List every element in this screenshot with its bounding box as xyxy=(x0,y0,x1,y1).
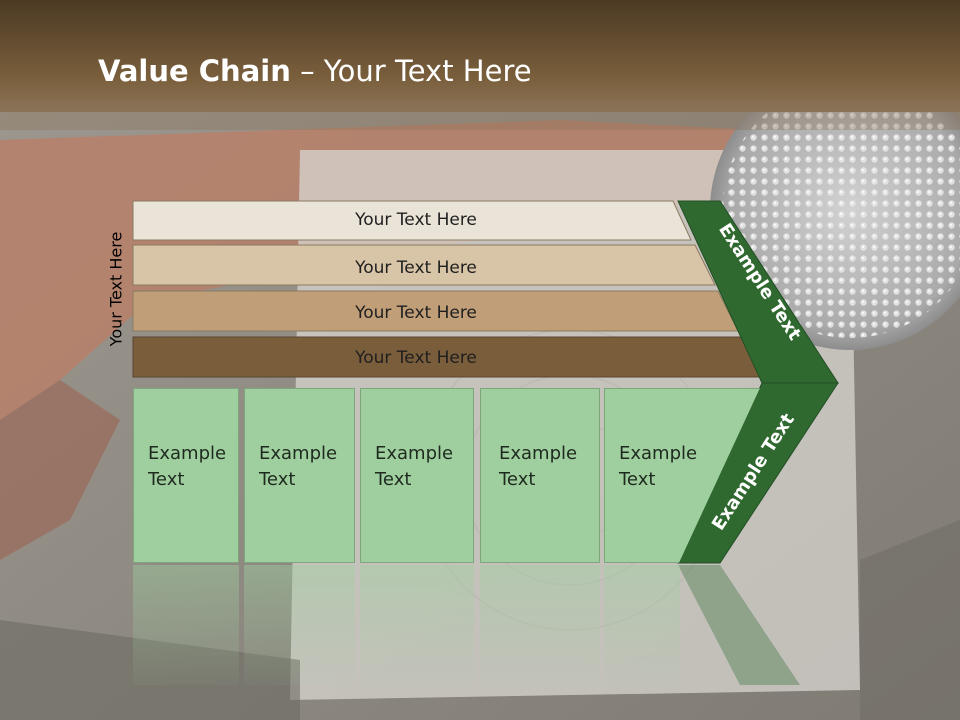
box-1-line2: Text xyxy=(148,469,185,490)
box-2-line1: Example xyxy=(259,443,338,464)
box-5-line2: Text xyxy=(619,469,656,490)
bar-2-label: Your Text Here xyxy=(354,258,477,278)
bar-4-label: Your Text Here xyxy=(354,348,477,368)
box-5-line1: Example xyxy=(619,443,698,464)
box-3-line2: Text xyxy=(375,469,412,490)
box-2-line2: Text xyxy=(259,469,296,490)
title-rest: – Your Text Here xyxy=(290,54,532,88)
box-3-line1: Example xyxy=(375,443,454,464)
bar-1: Your Text Here xyxy=(132,200,692,241)
bar-2: Your Text Here xyxy=(132,244,716,286)
box-1-line1: Example xyxy=(148,443,227,464)
box-2-reflection xyxy=(244,565,355,685)
box-4-line1: Example xyxy=(499,443,578,464)
box-1-reflection xyxy=(133,565,239,685)
bar-1-label: Your Text Here xyxy=(354,210,477,230)
box-4-reflection xyxy=(480,565,600,685)
bar-3-label: Your Text Here xyxy=(354,303,477,323)
bar-4: Your Text Here xyxy=(132,336,763,378)
box-3-reflection xyxy=(360,565,474,685)
title-bold: Value Chain xyxy=(98,54,291,88)
page-title: Value Chain – Your Text Here xyxy=(98,54,532,88)
bar-3: Your Text Here xyxy=(132,290,739,332)
box-5-reflection xyxy=(604,565,680,685)
box-4-line2: Text xyxy=(499,469,536,490)
